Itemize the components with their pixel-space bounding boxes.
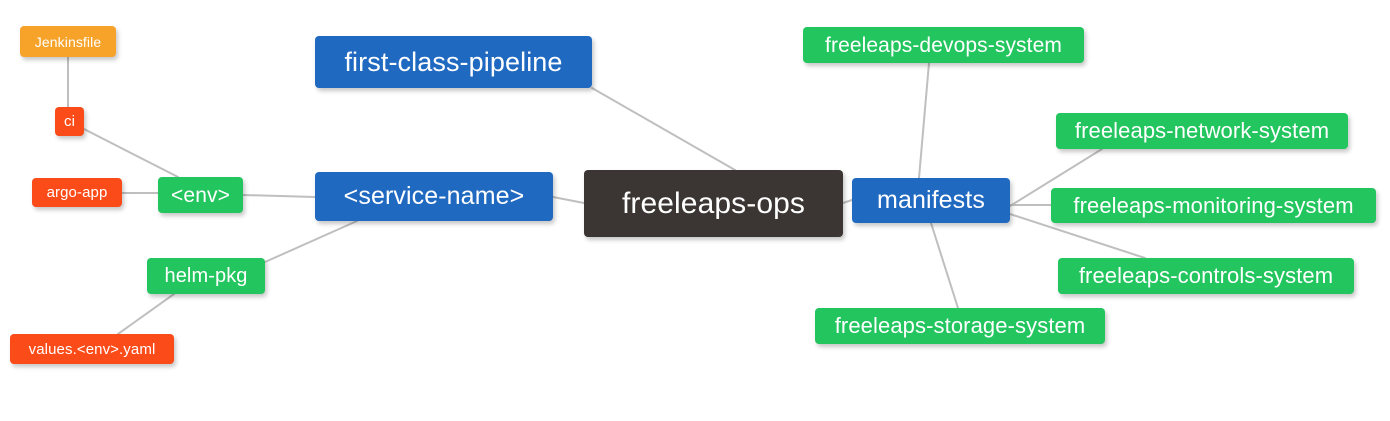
node-label-freeleaps-monitoring-system: freeleaps-monitoring-system bbox=[1073, 192, 1354, 218]
node-label-manifests: manifests bbox=[877, 186, 985, 214]
node-env[interactable]: <env> bbox=[158, 177, 243, 213]
node-label-jenkinsfile: Jenkinsfile bbox=[34, 33, 102, 50]
edge-freeleaps-ops-to-first-class-pipeline bbox=[591, 87, 736, 171]
node-argo-app[interactable]: argo-app bbox=[32, 178, 122, 207]
edge-freeleaps-ops-to-service-name bbox=[552, 196, 585, 204]
node-values-env-yaml[interactable]: values.<env>.yaml bbox=[10, 334, 174, 364]
edge-freeleaps-ops-to-manifests bbox=[842, 199, 853, 204]
node-freeleaps-ops[interactable]: freeleaps-ops bbox=[584, 170, 843, 237]
node-freeleaps-storage-system[interactable]: freeleaps-storage-system bbox=[815, 308, 1105, 344]
node-freeleaps-devops-system[interactable]: freeleaps-devops-system bbox=[803, 27, 1084, 63]
node-jenkinsfile[interactable]: Jenkinsfile bbox=[20, 26, 116, 57]
edge-env-to-ci bbox=[83, 128, 179, 178]
node-label-freeleaps-network-system: freeleaps-network-system bbox=[1074, 118, 1330, 143]
node-label-ci: ci bbox=[63, 113, 76, 130]
node-label-helm-pkg: helm-pkg bbox=[164, 265, 248, 287]
node-ci[interactable]: ci bbox=[55, 107, 84, 136]
node-label-values-env-yaml: values.<env>.yaml bbox=[28, 340, 156, 358]
node-manifests[interactable]: manifests bbox=[852, 178, 1010, 223]
edge-manifests-to-freeleaps-storage-system bbox=[930, 222, 959, 309]
node-label-freeleaps-devops-system: freeleaps-devops-system bbox=[825, 33, 1062, 57]
node-label-service-name: <service-name> bbox=[343, 182, 525, 210]
node-label-first-class-pipeline: first-class-pipeline bbox=[344, 46, 563, 77]
edge-service-name-to-helm-pkg bbox=[264, 220, 358, 263]
node-helm-pkg[interactable]: helm-pkg bbox=[147, 258, 265, 294]
edge-helm-pkg-to-values-env-yaml bbox=[117, 293, 175, 335]
node-freeleaps-controls-system[interactable]: freeleaps-controls-system bbox=[1058, 258, 1354, 294]
edge-manifests-to-freeleaps-devops-system bbox=[918, 62, 930, 179]
node-service-name[interactable]: <service-name> bbox=[315, 172, 553, 221]
node-label-freeleaps-storage-system: freeleaps-storage-system bbox=[834, 313, 1086, 338]
node-label-env: <env> bbox=[171, 183, 230, 207]
node-label-freeleaps-controls-system: freeleaps-controls-system bbox=[1078, 263, 1334, 288]
node-freeleaps-monitoring-system[interactable]: freeleaps-monitoring-system bbox=[1051, 188, 1376, 223]
node-label-freeleaps-ops: freeleaps-ops bbox=[621, 186, 806, 220]
node-first-class-pipeline[interactable]: first-class-pipeline bbox=[315, 36, 592, 88]
node-label-argo-app: argo-app bbox=[46, 184, 108, 201]
node-freeleaps-network-system[interactable]: freeleaps-network-system bbox=[1056, 113, 1348, 149]
edge-service-name-to-env bbox=[242, 194, 316, 198]
